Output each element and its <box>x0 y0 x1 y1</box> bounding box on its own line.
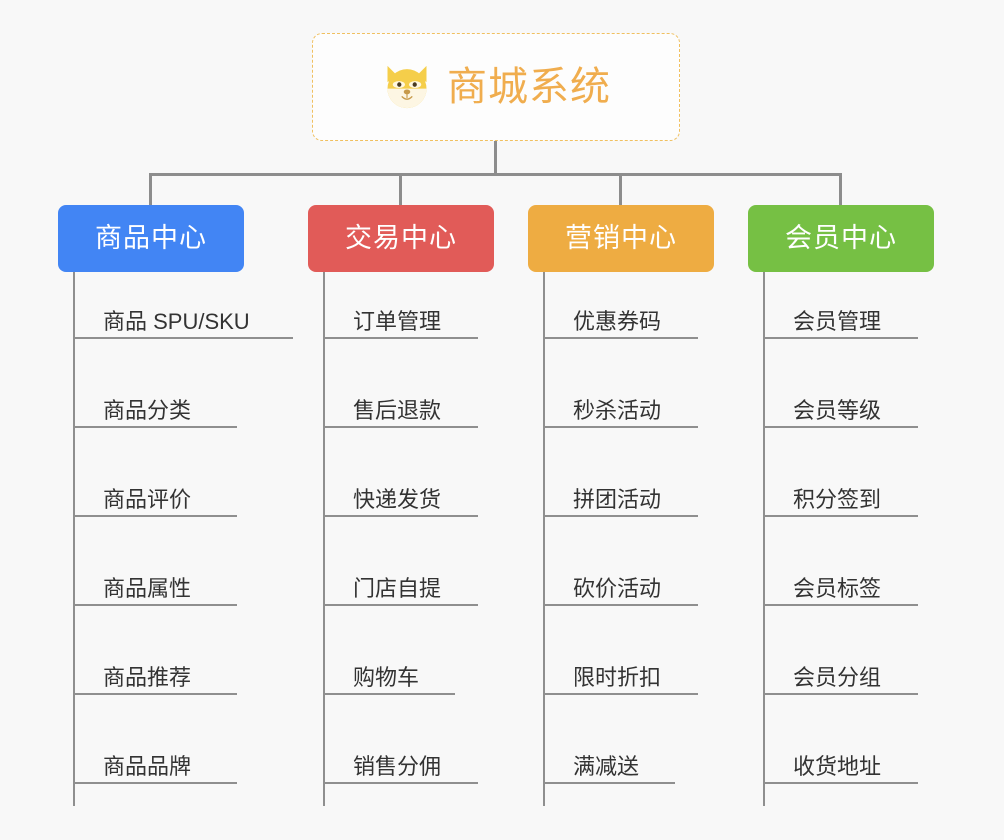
leaf-column-2: 订单管理 售后退款 快递发货 门店自提 购物车 销售分佣 <box>323 272 533 806</box>
leaf-label: 商品推荐 <box>103 665 192 690</box>
leaf-label: 限时折扣 <box>573 665 662 690</box>
leaf-item[interactable]: 会员等级 <box>765 339 973 428</box>
leaf-label: 会员等级 <box>793 398 882 423</box>
leaf-item[interactable]: 商品分类 <box>75 339 283 428</box>
leaf-label: 商品评价 <box>103 487 192 512</box>
leaf-item[interactable]: 订单管理 <box>325 272 533 339</box>
leaf-label: 优惠券码 <box>573 309 662 334</box>
category-label-3: 营销中心 <box>565 223 677 253</box>
column-spine-2 <box>323 272 325 806</box>
leaf-item[interactable]: 售后退款 <box>325 339 533 428</box>
leaf-item[interactable]: 收货地址 <box>765 695 973 784</box>
leaf-label: 销售分佣 <box>353 754 442 779</box>
category-box-1[interactable]: 商品中心 <box>58 205 244 272</box>
leaf-item[interactable]: 快递发货 <box>325 428 533 517</box>
leaf-item[interactable]: 优惠券码 <box>545 272 753 339</box>
column-spine-3 <box>543 272 545 806</box>
connector-drop-category-1 <box>149 173 152 206</box>
leaf-column-4: 会员管理 会员等级 积分签到 会员标签 会员分组 收货地址 <box>763 272 973 806</box>
leaf-item[interactable]: 秒杀活动 <box>545 339 753 428</box>
category-label-4: 会员中心 <box>785 223 897 253</box>
leaf-label: 收货地址 <box>793 754 882 779</box>
leaf-item[interactable]: 会员分组 <box>765 606 973 695</box>
connector-drop-category-3 <box>619 173 622 206</box>
leaf-column-3: 优惠券码 秒杀活动 拼团活动 砍价活动 限时折扣 满减送 <box>543 272 753 806</box>
category-label-1: 商品中心 <box>95 223 207 253</box>
leaf-item[interactable]: 商品评价 <box>75 428 283 517</box>
leaf-label: 售后退款 <box>353 398 442 423</box>
leaf-item[interactable]: 门店自提 <box>325 517 533 606</box>
leaf-label: 订单管理 <box>353 309 442 334</box>
category-box-3[interactable]: 营销中心 <box>528 205 714 272</box>
leaf-label: 商品品牌 <box>103 754 192 779</box>
leaf-label: 会员标签 <box>793 576 882 601</box>
connector-drop-category-4 <box>839 173 842 206</box>
leaf-item[interactable]: 满减送 <box>545 695 753 784</box>
leaf-item[interactable]: 会员标签 <box>765 517 973 606</box>
leaf-item[interactable]: 商品 SPU/SKU <box>75 272 293 339</box>
leaf-item[interactable]: 积分签到 <box>765 428 973 517</box>
leaf-item[interactable]: 砍价活动 <box>545 517 753 606</box>
connector-root-drop <box>494 141 497 175</box>
root-node[interactable]: 商城系统 <box>312 33 680 141</box>
connector-horizontal-bus <box>149 173 842 176</box>
root-title: 商城系统 <box>447 65 611 109</box>
leaf-label: 购物车 <box>353 665 420 690</box>
connector-drop-category-2 <box>399 173 402 206</box>
category-box-4[interactable]: 会员中心 <box>748 205 934 272</box>
category-label-2: 交易中心 <box>345 223 457 253</box>
column-spine-1 <box>73 272 75 806</box>
leaf-item[interactable]: 购物车 <box>325 606 533 695</box>
leaf-item[interactable]: 商品品牌 <box>75 695 283 784</box>
leaf-label: 会员管理 <box>793 309 882 334</box>
leaf-label: 满减送 <box>573 754 640 779</box>
leaf-item[interactable]: 会员管理 <box>765 272 973 339</box>
leaf-column-1: 商品 SPU/SKU 商品分类 商品评价 商品属性 商品推荐 商品品牌 <box>73 272 293 806</box>
column-spine-4 <box>763 272 765 806</box>
leaf-label: 拼团活动 <box>573 487 662 512</box>
leaf-label: 快递发货 <box>353 487 442 512</box>
leaf-label: 积分签到 <box>793 487 882 512</box>
leaf-label: 秒杀活动 <box>573 398 662 423</box>
leaf-label: 门店自提 <box>353 576 442 601</box>
category-box-2[interactable]: 交易中心 <box>308 205 494 272</box>
leaf-item[interactable]: 拼团活动 <box>545 428 753 517</box>
leaf-item[interactable]: 商品属性 <box>75 517 283 606</box>
leaf-item[interactable]: 销售分佣 <box>325 695 533 784</box>
leaf-label: 商品属性 <box>103 576 192 601</box>
leaf-label: 商品分类 <box>103 398 192 423</box>
leaf-item[interactable]: 限时折扣 <box>545 606 753 695</box>
leaf-label: 砍价活动 <box>573 576 662 601</box>
leaf-item[interactable]: 商品推荐 <box>75 606 283 695</box>
leaf-label: 会员分组 <box>793 665 882 690</box>
shiba-dog-face-icon <box>387 65 427 109</box>
leaf-label: 商品 SPU/SKU <box>103 309 250 334</box>
